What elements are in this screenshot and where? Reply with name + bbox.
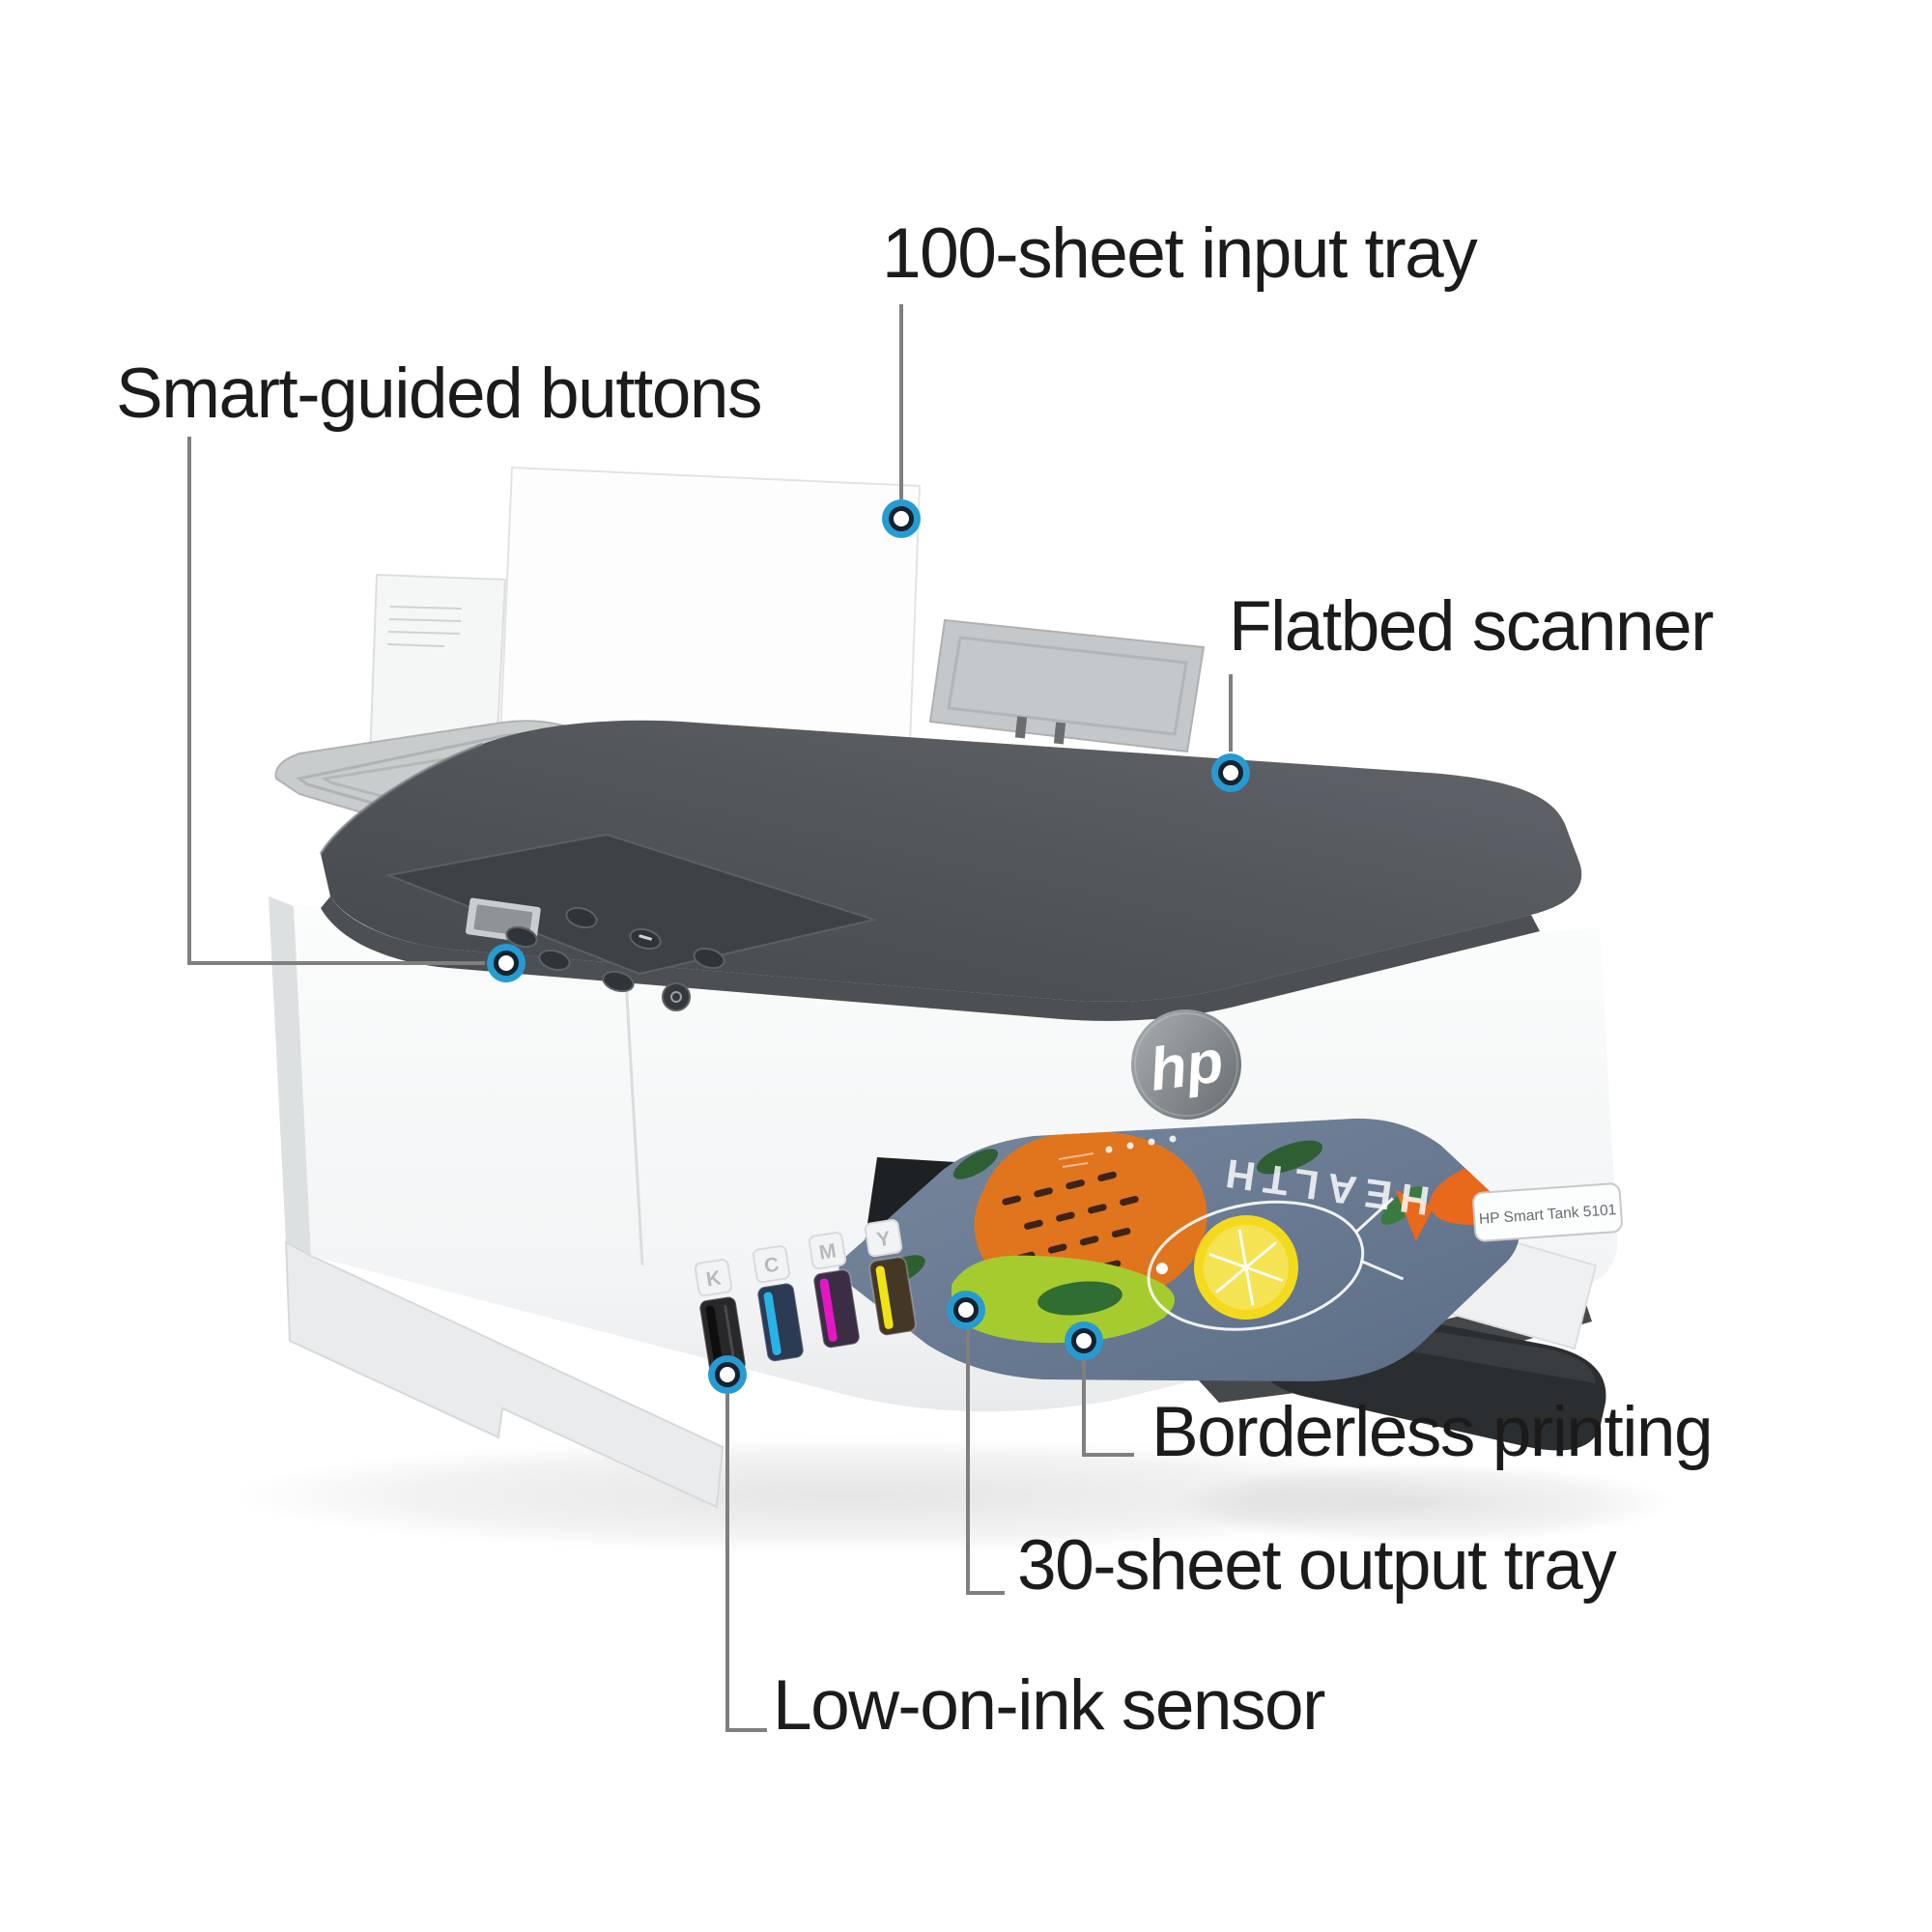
- svg-text:C: C: [762, 1254, 781, 1278]
- hotspot-dot-ring: [889, 506, 914, 531]
- hotspot-dot-ring: [1071, 1328, 1096, 1353]
- hotspot-dot-ring: [715, 1362, 740, 1387]
- hotspot-dot-ring: [1218, 760, 1243, 785]
- printer-shadow: [232, 1437, 1468, 1553]
- callout-overlay: [187, 304, 1250, 1732]
- print-leaf: [1256, 1140, 1323, 1175]
- label-output-tray: 30-sheet output tray: [1017, 1526, 1617, 1605]
- callout-low-ink: [708, 1355, 767, 1732]
- label-flatbed: Flatbed scanner: [1229, 587, 1714, 666]
- print-dots: [1105, 1135, 1177, 1153]
- print-lime: [952, 1255, 1175, 1344]
- tray-shadow: [1169, 1463, 1671, 1544]
- button-minus-mark: [639, 934, 652, 941]
- callout-line: [725, 1387, 767, 1732]
- callout-line: [966, 1321, 1005, 1595]
- printer-base: [284, 1240, 724, 1509]
- callout-line: [1082, 1352, 1134, 1457]
- printer-left-side: [269, 896, 311, 1256]
- model-badge: HP Smart Tank 5101: [1472, 1182, 1623, 1242]
- ink-tank-cyan: C: [752, 1245, 805, 1363]
- print-leaf: [952, 1149, 999, 1179]
- callout-output-tray: [947, 1291, 1005, 1595]
- ink-tank-yellow: Y: [864, 1219, 917, 1337]
- control-panel: [384, 833, 878, 1011]
- front-panel-seam: [624, 979, 644, 1266]
- label-input-tray: 100-sheet input tray: [882, 214, 1478, 293]
- hp-logo-text: hp: [1146, 1028, 1228, 1104]
- callout-input-tray: [882, 304, 921, 538]
- hp-logo: hp: [1131, 1009, 1241, 1120]
- callout-line: [187, 437, 485, 965]
- ink-tank-magenta: M: [808, 1232, 861, 1350]
- callout-smart-buttons: [187, 437, 526, 982]
- callout-borderless: [1065, 1321, 1134, 1457]
- callout-flatbed: [1211, 674, 1250, 792]
- panel-buttons: [505, 906, 725, 993]
- ink-tank-black: K: [694, 1259, 747, 1377]
- ink-tanks: K C M Y: [694, 1219, 917, 1377]
- hotspot-dot-ring: [953, 1297, 979, 1322]
- power-button: [662, 982, 691, 1011]
- label-borderless: Borderless printing: [1151, 1393, 1714, 1471]
- print-lemon-fish: [1147, 1197, 1405, 1331]
- input-tray-flap-right: [928, 618, 1206, 753]
- hotspot-dot-ring: [494, 951, 519, 976]
- printed-page: HEALTH: [838, 1118, 1520, 1381]
- svg-text:M: M: [817, 1239, 838, 1264]
- svg-text:Y: Y: [875, 1228, 892, 1252]
- label-low-ink: Low-on-ink sensor: [773, 1666, 1325, 1745]
- label-smart-buttons: Smart-guided buttons: [116, 355, 762, 433]
- svg-text:K: K: [704, 1267, 723, 1292]
